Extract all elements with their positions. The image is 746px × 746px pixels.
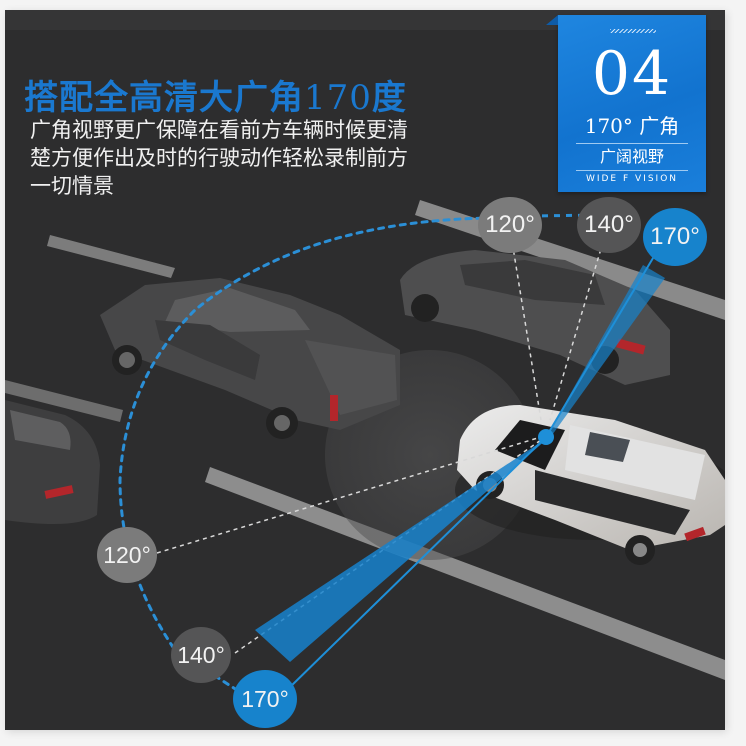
badge-divider xyxy=(576,143,688,144)
angle-label-140-top: 140° xyxy=(577,197,641,253)
badge-stripe-decoration xyxy=(610,29,656,33)
badge-title-en: WIDE F VISION xyxy=(585,174,679,184)
car-white-wagon xyxy=(455,405,725,565)
car-left xyxy=(5,400,100,524)
headline-number: 170 xyxy=(304,78,372,118)
badge-number: 04 xyxy=(591,39,673,109)
view-beam-bottom xyxy=(255,440,546,662)
badge-divider xyxy=(576,170,688,171)
top-band xyxy=(5,10,725,30)
angle-label-120-top: 120° xyxy=(478,197,542,253)
camera-point xyxy=(538,429,554,445)
view-beam-top xyxy=(546,265,665,438)
badge-angle: 170° 广角 xyxy=(584,114,680,138)
description-line: 广角视野更广保障在看前方车辆时候更清 xyxy=(30,118,408,142)
description: 广角视野更广保障在看前方车辆时候更清 楚方便作出及时的行驶动作轻松录制前方 一切… xyxy=(30,116,470,200)
feature-badge: 04 170° 广角 广阔视野 WIDE F VISION xyxy=(546,15,706,192)
badge-fold-corner xyxy=(546,15,558,25)
angle-label-170-top: 170° xyxy=(643,208,707,266)
angle-label-140-bottom: 140° xyxy=(171,627,231,683)
badge-title-cn: 广阔视野 xyxy=(599,147,664,166)
description-line: 楚方便作出及时的行驶动作轻松录制前方 xyxy=(30,146,408,170)
headline-text: 搭配全高清大广角 xyxy=(24,78,304,118)
promo-image: 搭配全高清大广角170度 广角视野更广保障在看前方车辆时候更清 楚方便作出及时的… xyxy=(5,10,725,730)
headline: 搭配全高清大广角170度 xyxy=(24,70,407,119)
road-scene-illustration xyxy=(5,200,725,707)
car-pickup-truck xyxy=(100,278,400,439)
angle-label-120-bottom: 120° xyxy=(97,527,157,583)
angle-label-170-bottom: 170° xyxy=(233,670,297,728)
description-line: 一切情景 xyxy=(30,174,114,198)
headline-suffix: 度 xyxy=(371,78,407,118)
